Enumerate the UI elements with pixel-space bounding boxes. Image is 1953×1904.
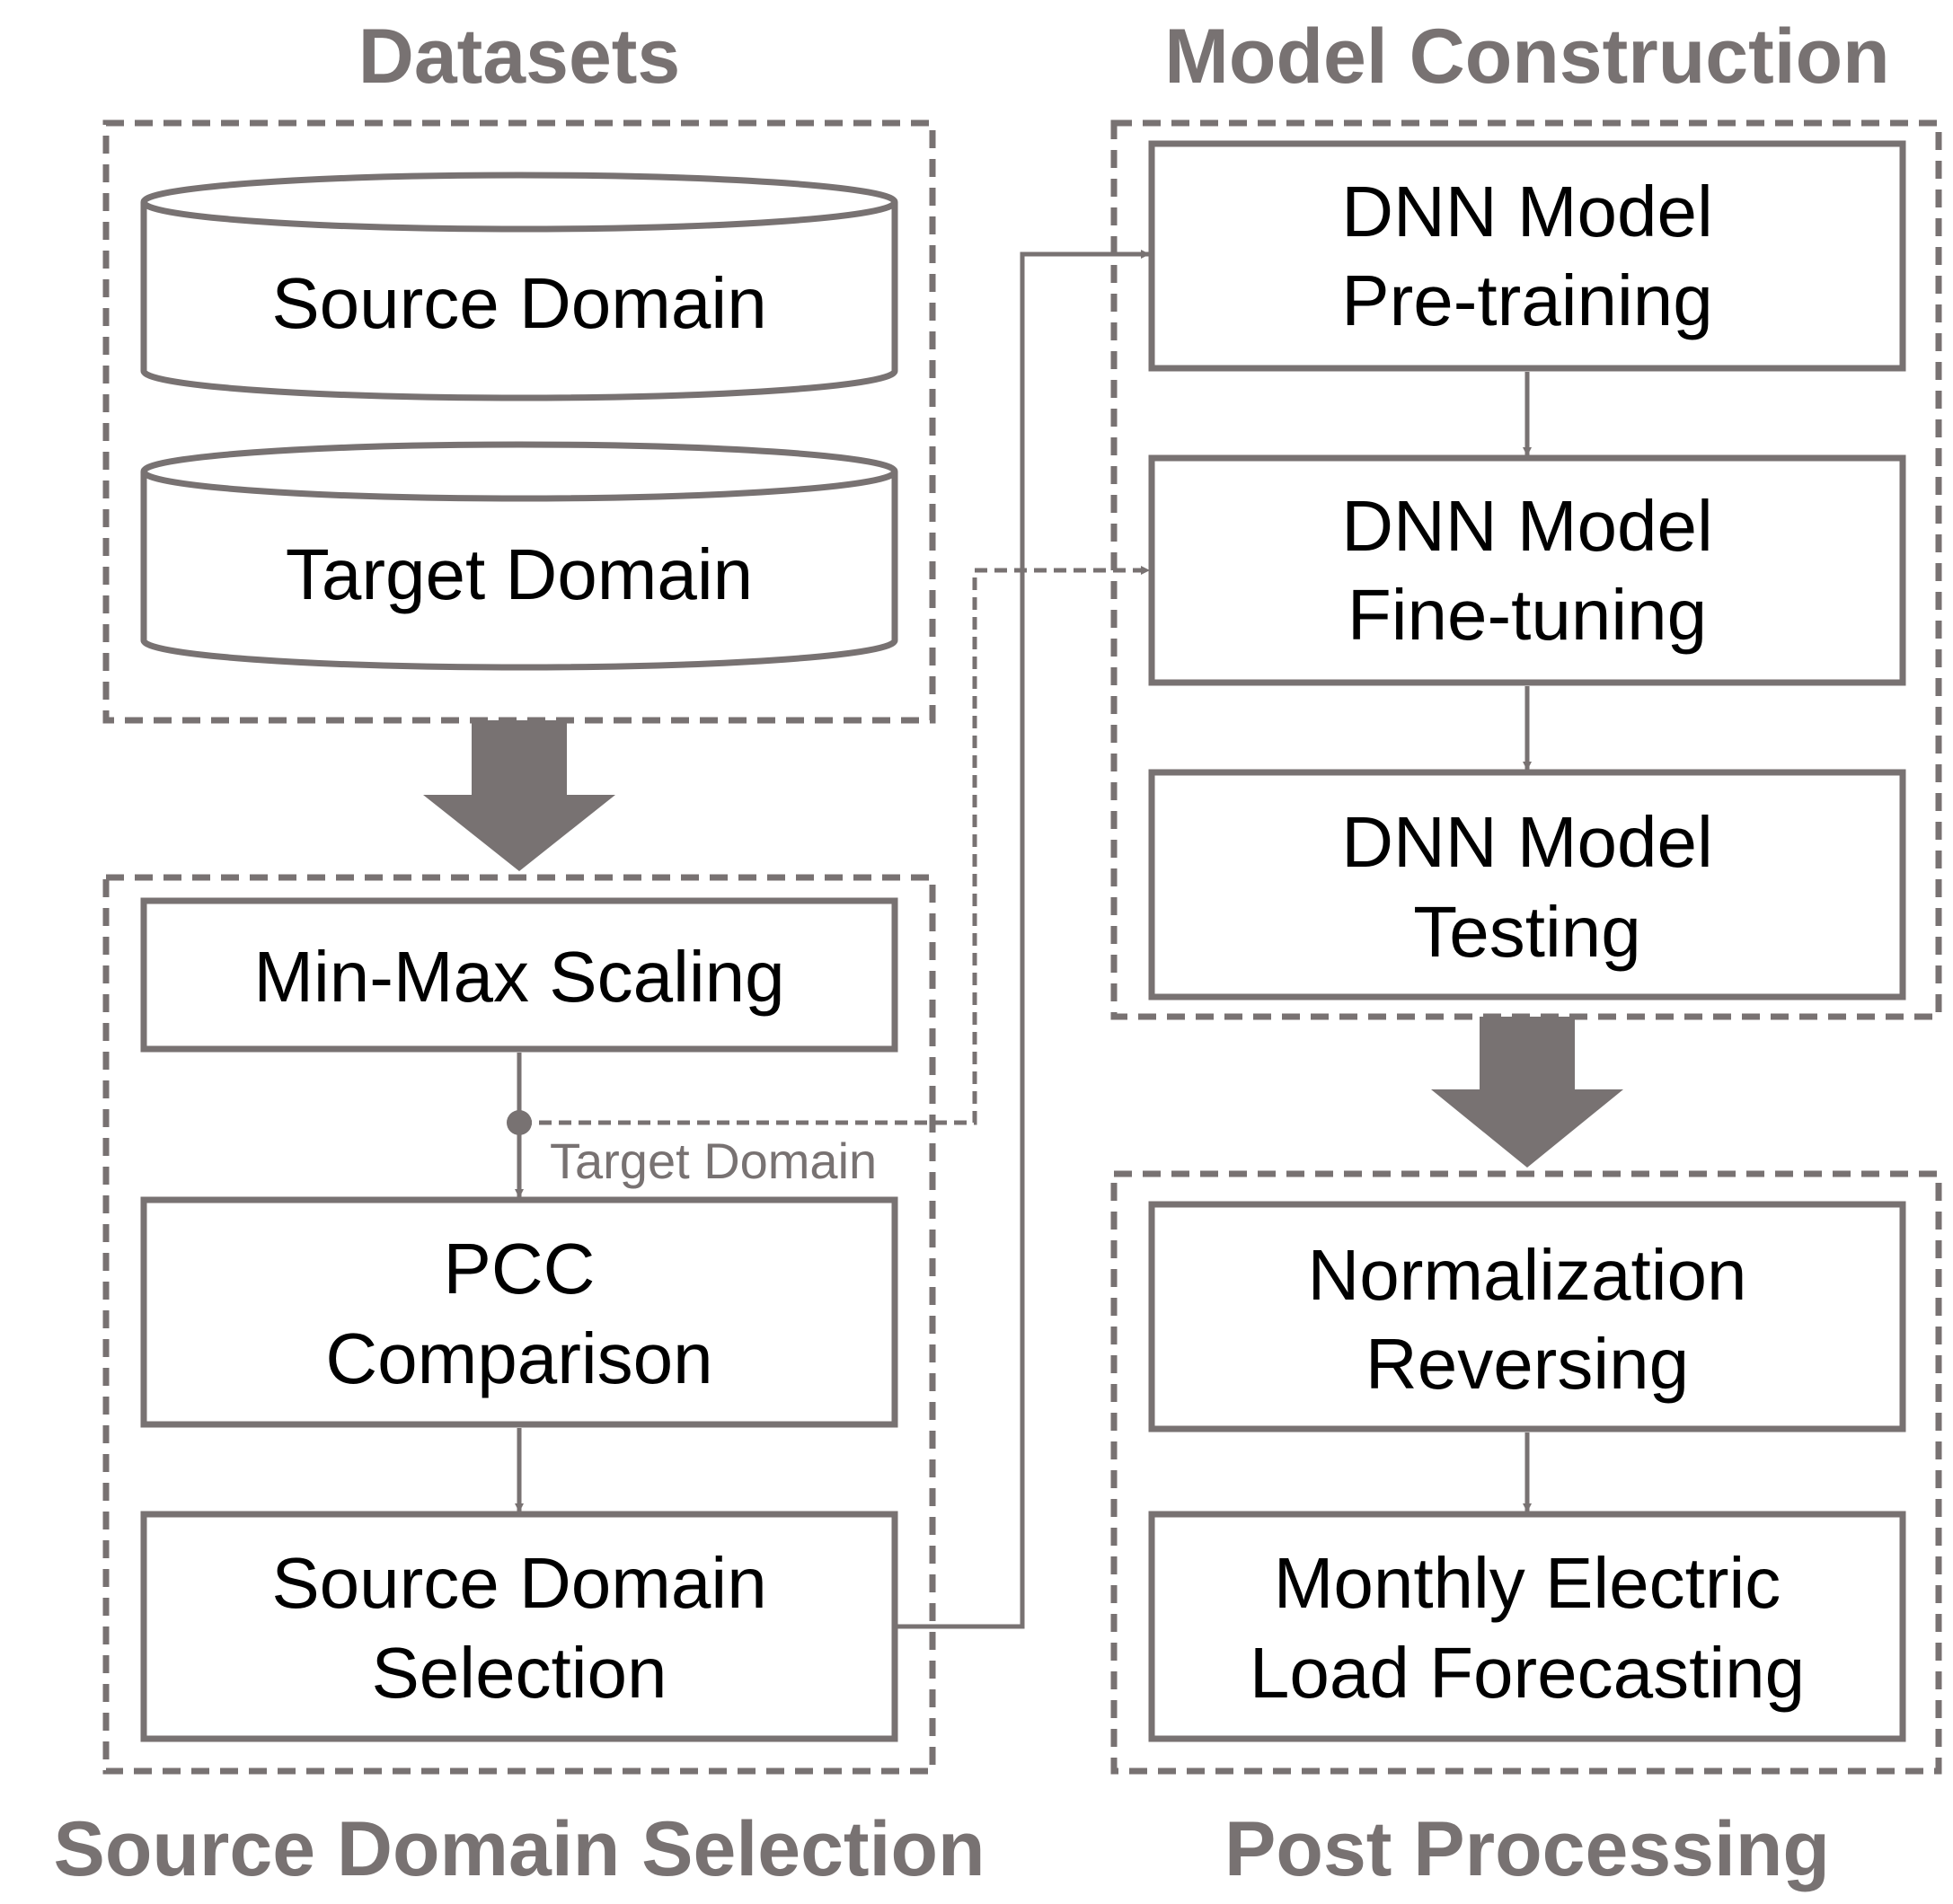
source-domain-database-label: Source Domain [271,263,766,343]
source-domain-selection-label-line2: Selection [371,1633,667,1713]
pcc-comparison-label-line1: PCC [444,1229,596,1309]
edge-target-domain-to-finetuning [519,566,1150,1125]
datasets-container [102,119,936,724]
min-max-scaling-box: Min-Max Scaling [140,897,898,1053]
target-domain-database: Target Domain [140,441,898,671]
monthly-forecasting-label-line1: Monthly Electric [1274,1543,1781,1623]
datasets-to-selection-block-arrow [423,720,615,871]
dnn-pretraining-label-line1: DNN Model [1341,172,1712,251]
dnn-finetuning-label-line1: DNN Model [1341,486,1712,566]
edge-selection-to-pretraining [897,250,1150,1629]
monthly-forecasting-box: Monthly Electric Load Forecasting [1148,1511,1906,1742]
edge-label-target-domain: Target Domain [550,1133,877,1189]
section-heading-datasets: Datasets [358,13,681,100]
normalization-reversing-label-line2: Reversing [1365,1324,1689,1404]
dnn-testing-label-line2: Testing [1413,892,1640,972]
post-processing-container [1110,1170,1942,1775]
target-domain-database-label: Target Domain [286,534,753,614]
section-heading-post-processing: Post Processing [1224,1806,1830,1892]
pcc-comparison-box: PCC Comparison [140,1196,898,1428]
dnn-finetuning-label-line2: Fine-tuning [1348,575,1707,655]
dnn-pretraining-box: DNN Model Pre-training [1148,140,1906,372]
section-heading-source-domain-selection: Source Domain Selection [53,1806,985,1892]
normalization-reversing-box: Normalization Reversing [1148,1201,1906,1432]
dnn-testing-label-line1: DNN Model [1341,802,1712,882]
dnn-finetuning-box: DNN Model Fine-tuning [1148,454,1906,686]
min-max-scaling-label: Min-Max Scaling [253,937,784,1017]
dnn-testing-box: DNN Model Testing [1148,769,1906,1000]
normalization-reversing-label-line1: Normalization [1307,1235,1746,1315]
dnn-pretraining-label-line2: Pre-training [1341,260,1713,340]
model-to-postprocessing-block-arrow [1431,1017,1623,1168]
source-domain-selection-container [102,874,936,1775]
monthly-forecasting-label-line2: Load Forecasting [1250,1633,1805,1713]
source-domain-selection-label-line1: Source Domain [271,1543,766,1623]
section-heading-model-construction: Model Construction [1164,13,1889,100]
pcc-comparison-label-line2: Comparison [325,1318,712,1398]
source-domain-database: Source Domain [140,172,898,401]
source-domain-selection-box: Source Domain Selection [140,1511,898,1742]
